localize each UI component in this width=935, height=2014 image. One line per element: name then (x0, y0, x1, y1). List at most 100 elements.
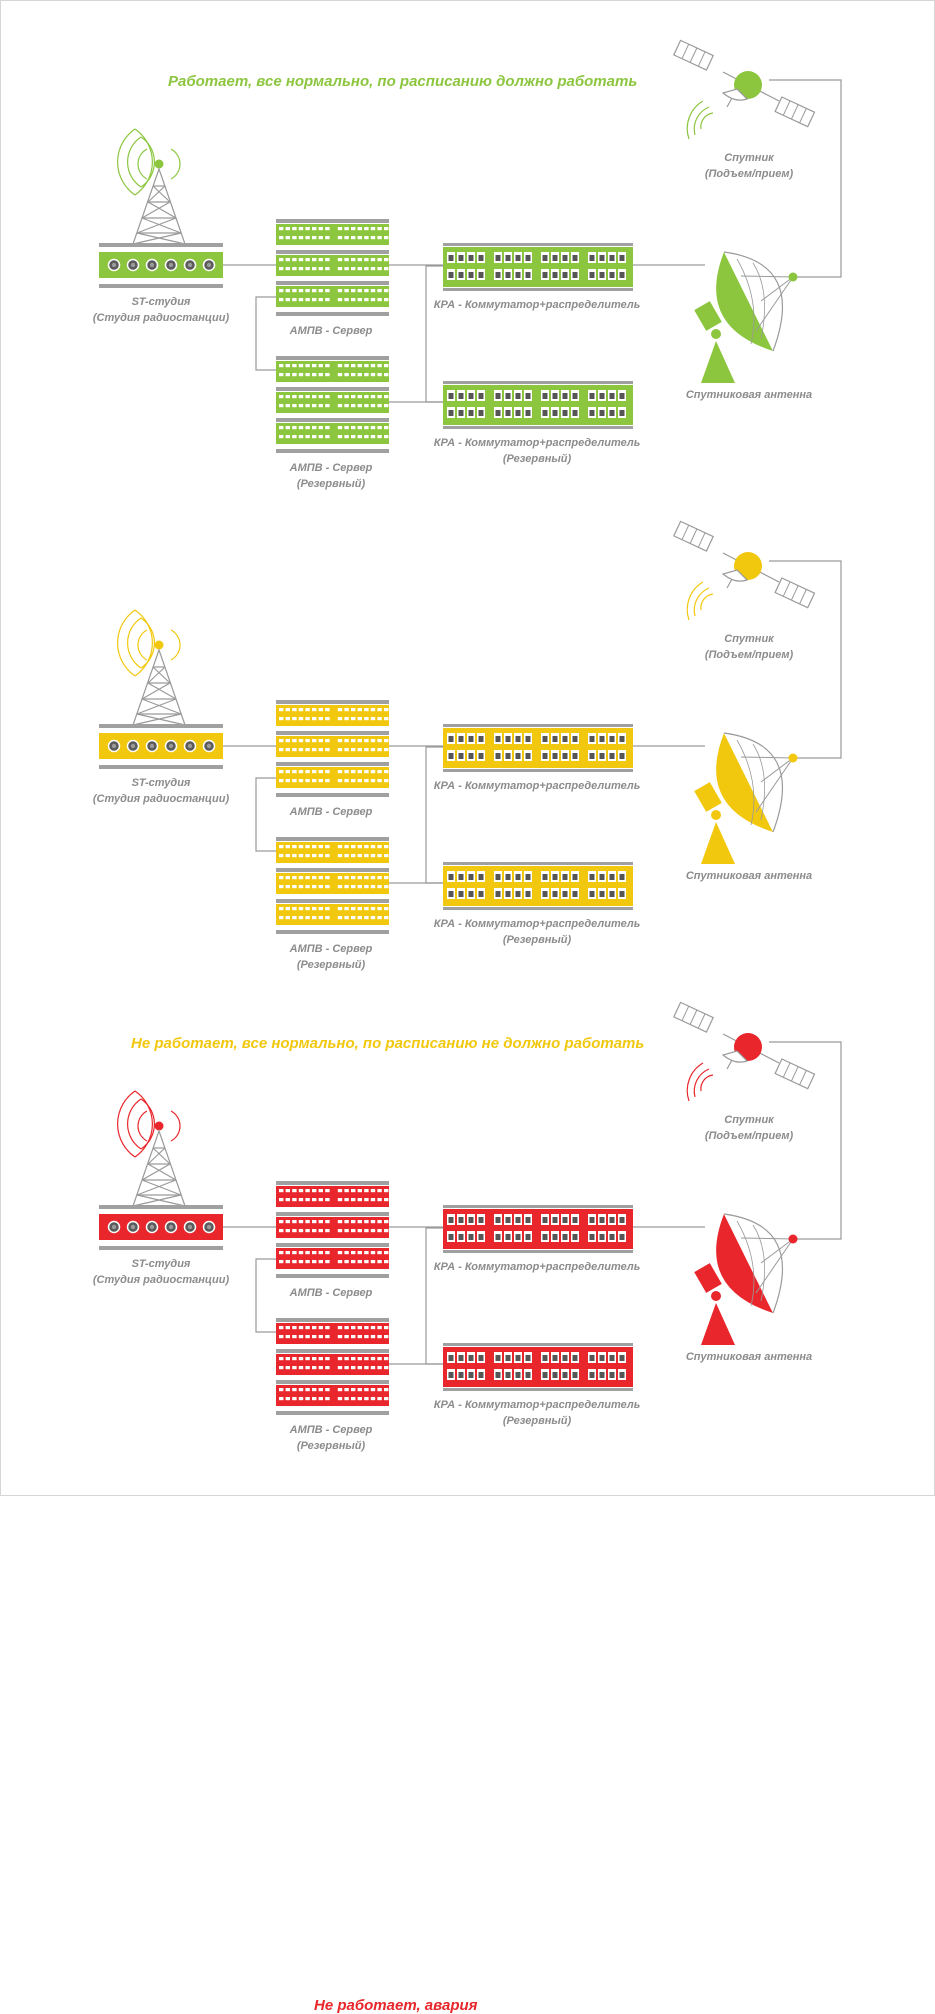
network-diagram (99, 39, 842, 453)
radio-tower-icon (117, 128, 186, 245)
studio-label: ST-студия (Студия радиостанции) (81, 1256, 241, 1288)
satellite-label: Спутник (Подъем/прием) (669, 631, 829, 663)
studio-label: ST-студия (Студия радиостанции) (81, 775, 241, 807)
studio-label: ST-студия (Студия радиостанции) (81, 294, 241, 326)
server-backup-label: АМПВ - Сервер (Резервный) (251, 1422, 411, 1454)
label-server-main: АМПВ - Сервер (289, 1287, 373, 1299)
dish-label: Спутниковая антенна (669, 387, 829, 403)
label-satellite-line1: Спутник (724, 1114, 774, 1126)
label-server-backup-line1: АМПВ - Сервер (289, 1424, 373, 1436)
line-switch-to-backup-switch (425, 1227, 443, 1365)
switch-backup-label: КРА - Коммутатор+распределитель (Резервны… (417, 435, 657, 467)
label-studio-line1: ST-студия (131, 777, 191, 789)
satellite-icon (673, 1001, 816, 1102)
dish-label: Спутниковая антенна (669, 1349, 829, 1365)
connection-lines (223, 1041, 842, 1365)
label-switch-main: КРА - Коммутатор+распределитель (433, 299, 641, 311)
kra-switch-backup (443, 381, 633, 429)
label-studio-line2: (Студия радиостанции) (92, 312, 230, 324)
label-server-backup-line1: АМПВ - Сервер (289, 943, 373, 955)
server-label: АМПВ - Сервер (251, 1285, 411, 1301)
status-panel-alarm: Не работает, авария (1, 963, 935, 2014)
label-switch-main: КРА - Коммутатор+распределитель (433, 1261, 641, 1273)
line-server-to-backup-server (255, 777, 276, 852)
ampv-server (276, 700, 389, 797)
line-switch-to-backup-switch (425, 746, 443, 884)
dish-label: Спутниковая антенна (669, 868, 829, 884)
studio-device (99, 724, 223, 769)
label-studio-line1: ST-студия (131, 296, 191, 308)
satellite-icon (673, 520, 816, 621)
switch-label: КРА - Коммутатор+распределитель (417, 1259, 657, 1275)
server-label: АМПВ - Сервер (251, 323, 411, 339)
server-backup-label: АМПВ - Сервер (Резервный) (251, 941, 411, 973)
switch-backup-label: КРА - Коммутатор+распределитель (Резервны… (417, 916, 657, 948)
label-dish: Спутниковая антенна (685, 870, 813, 882)
label-switch-backup-line1: КРА - Коммутатор+распределитель (433, 1399, 641, 1411)
ampv-server-backup (276, 1318, 389, 1415)
status-panel-ok: Работает, все нормально, по расписанию д… (1, 1, 935, 490)
switch-backup-label: КРА - Коммутатор+распределитель (Резервны… (417, 1397, 657, 1429)
kra-switch (443, 1205, 633, 1253)
ampv-server-backup (276, 837, 389, 934)
ampv-server-backup (276, 356, 389, 453)
connection-lines (223, 560, 842, 884)
label-satellite-line2: (Подъем/прием) (704, 168, 794, 180)
line-dish-to-satellite (769, 560, 842, 759)
network-diagram (99, 1001, 842, 1415)
label-server-backup-line1: АМПВ - Сервер (289, 462, 373, 474)
ampv-server (276, 219, 389, 316)
server-backup-label: АМПВ - Сервер (Резервный) (251, 460, 411, 492)
label-studio-line1: ST-студия (131, 1258, 191, 1270)
label-server-main: АМПВ - Сервер (289, 325, 373, 337)
label-server-main: АМПВ - Сервер (289, 806, 373, 818)
switch-label: КРА - Коммутатор+распределитель (417, 778, 657, 794)
line-dish-to-satellite (769, 1041, 842, 1240)
network-diagram (99, 520, 842, 934)
satellite-icon (673, 39, 816, 140)
label-switch-backup-line2: (Резервный) (502, 1415, 572, 1427)
label-switch-main: КРА - Коммутатор+распределитель (433, 780, 641, 792)
line-dish-to-satellite (769, 79, 842, 278)
status-title: Не работает, авария (314, 1997, 478, 2014)
radio-tower-icon (117, 1090, 186, 1207)
status-title: Не работает, все нормально, по расписани… (131, 1035, 645, 1052)
label-dish: Спутниковая антенна (685, 1351, 813, 1363)
ampv-server (276, 1181, 389, 1278)
kra-switch-backup (443, 1343, 633, 1391)
satellite-dish-icon (694, 732, 798, 864)
label-server-backup-line2: (Резервный) (296, 959, 366, 971)
label-satellite-line2: (Подъем/прием) (704, 649, 794, 661)
label-server-backup-line2: (Резервный) (296, 1440, 366, 1452)
connection-lines (223, 79, 842, 403)
label-satellite-line1: Спутник (724, 152, 774, 164)
line-server-to-backup-server (255, 296, 276, 371)
label-studio-line2: (Студия радиостанции) (92, 793, 230, 805)
status-panel-idle: Не работает, все нормально, по расписани… (1, 482, 935, 1052)
line-switch-to-backup-switch (425, 265, 443, 403)
studio-device (99, 243, 223, 288)
satellite-dish-icon (694, 1213, 798, 1345)
kra-switch (443, 724, 633, 772)
kra-switch-backup (443, 862, 633, 910)
label-server-backup-line2: (Резервный) (296, 478, 366, 490)
satellite-label: Спутник (Подъем/прием) (669, 1112, 829, 1144)
status-title: Работает, все нормально, по расписанию д… (168, 73, 638, 90)
kra-switch (443, 243, 633, 291)
label-switch-backup-line1: КРА - Коммутатор+распределитель (433, 437, 641, 449)
label-dish: Спутниковая антенна (685, 389, 813, 401)
satellite-dish-icon (694, 251, 798, 383)
satellite-label: Спутник (Подъем/прием) (669, 150, 829, 182)
label-satellite-line2: (Подъем/прием) (704, 1130, 794, 1142)
studio-device (99, 1205, 223, 1250)
label-switch-backup-line1: КРА - Коммутатор+распределитель (433, 918, 641, 930)
server-label: АМПВ - Сервер (251, 804, 411, 820)
line-server-to-backup-server (255, 1258, 276, 1333)
label-studio-line2: (Студия радиостанции) (92, 1274, 230, 1286)
radio-tower-icon (117, 609, 186, 726)
label-satellite-line1: Спутник (724, 633, 774, 645)
label-switch-backup-line2: (Резервный) (502, 934, 572, 946)
label-switch-backup-line2: (Резервный) (502, 453, 572, 465)
switch-label: КРА - Коммутатор+распределитель (417, 297, 657, 313)
